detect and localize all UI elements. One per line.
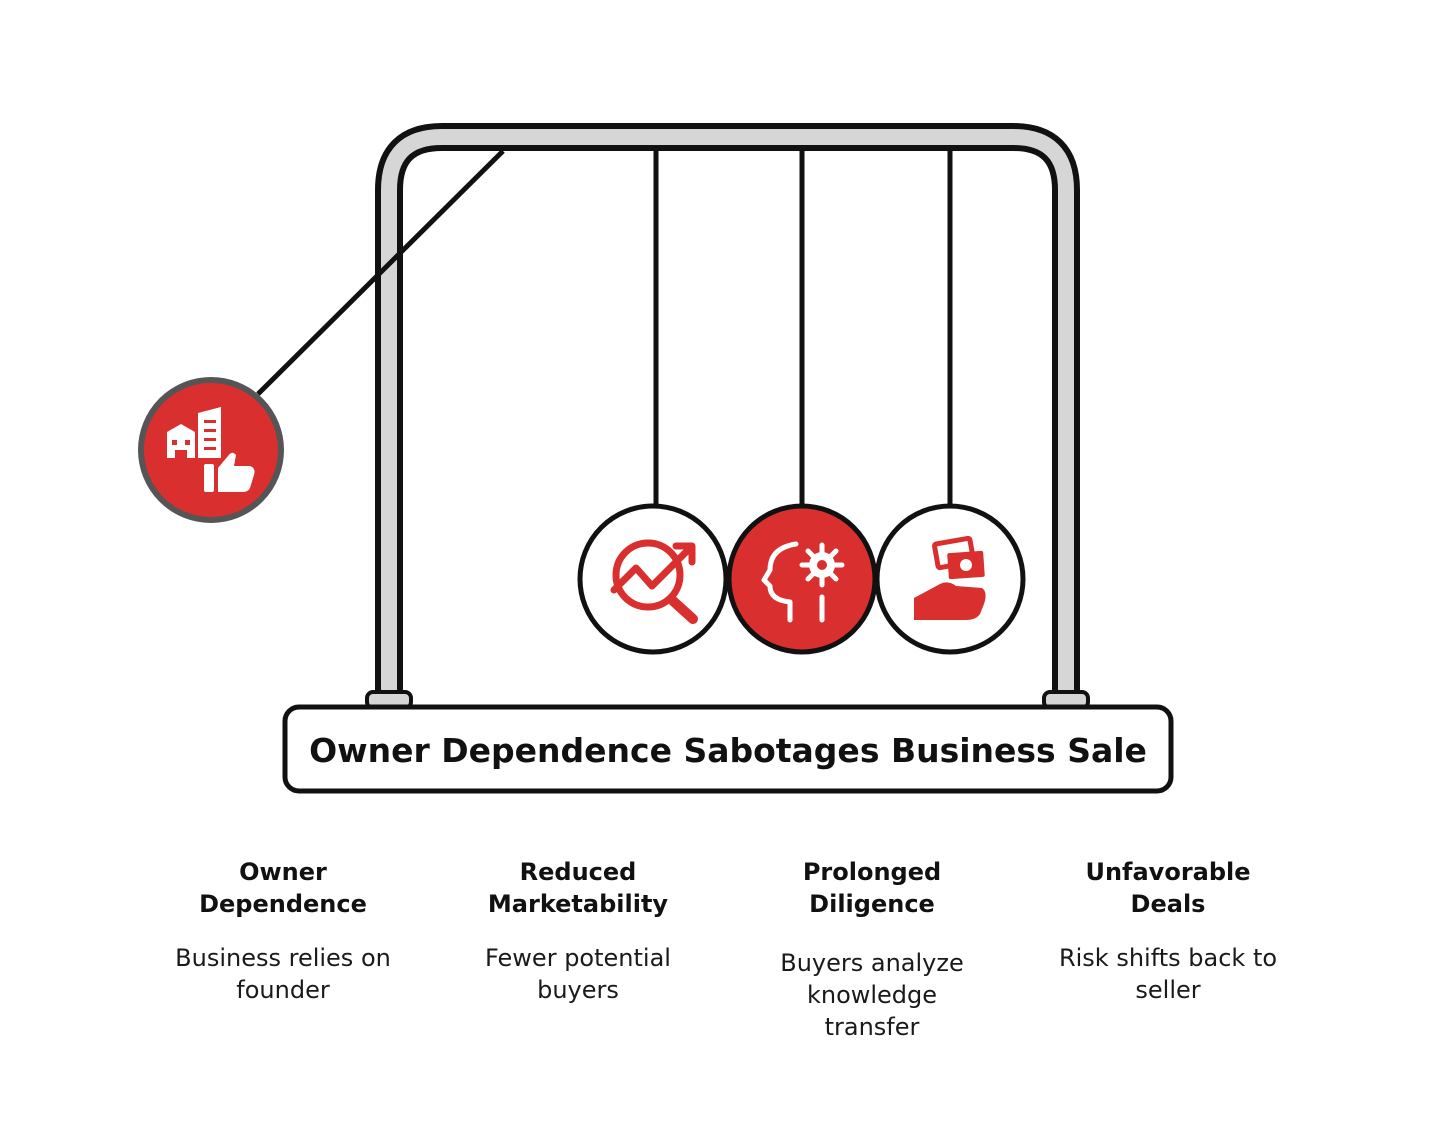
ball-reduced-marketability [577,503,729,655]
ball-unfavorable-deals [874,503,1026,655]
step-title: Owner Dependence [199,858,367,918]
step-description: Fewer potential buyers [485,944,671,1004]
cradle-frame [365,123,1090,710]
step-unfavorable-deals: Unfavorable Deals Risk shifts back to se… [1023,856,1313,1006]
step-owner-dependence: Owner Dependence Business relies on foun… [138,856,428,1006]
step-description: Risk shifts back to seller [1058,944,1278,1004]
hand-money-icon [914,535,986,620]
diagram-title: Owner Dependence Sabotages Business Sale [309,731,1147,770]
cradle-base: Owner Dependence Sabotages Business Sale [282,704,1174,794]
cradle-strings [256,149,953,505]
step-prolonged-diligence: Prolonged Diligence Buyers analyze knowl… [727,856,1017,1043]
chart-magnifier-icon [610,539,698,624]
step-reduced-marketability: Reduced Marketability Fewer potential bu… [433,856,723,1006]
head-gear-icon [761,541,845,623]
building-thumbs-up-icon [167,407,255,492]
string-raised [256,149,505,396]
ball-owner-dependence [138,377,284,523]
ball-prolonged-diligence [726,503,878,655]
step-description: Business relies on founder [175,944,391,1004]
step-title: Unfavorable Deals [1085,858,1251,918]
step-title: Reduced Marketability [487,858,669,918]
step-description: Buyers analyze knowledge transfer [780,949,964,1041]
step-title: Prolonged Diligence [802,858,942,918]
